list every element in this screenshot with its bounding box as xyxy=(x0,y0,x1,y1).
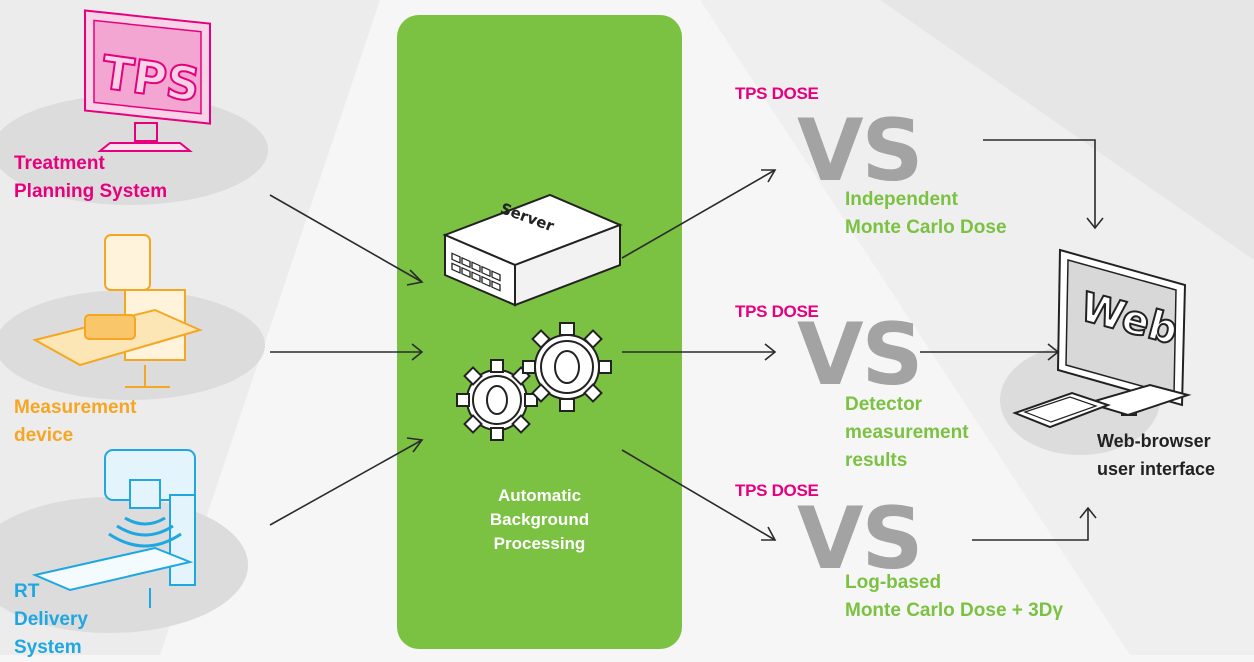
comparison-2-tps-dose: TPS DOSE xyxy=(735,302,819,321)
comparison-1-label: Independent Monte Carlo Dose xyxy=(845,189,1007,238)
tps-label: Treatment Planning System xyxy=(14,153,168,202)
web-monitor-icon: Web xyxy=(1012,248,1192,429)
rt-delivery-system-icon xyxy=(31,449,196,608)
comparison-1-vs: VS xyxy=(797,101,923,201)
comparison-3-tps-dose: TPS DOSE xyxy=(735,481,819,500)
comparison-2-vs: VS xyxy=(797,305,923,405)
comparison-1-tps-dose: TPS DOSE xyxy=(735,84,819,103)
measurement-device-icon xyxy=(32,234,203,388)
comparison-3-vs: VS xyxy=(797,489,923,589)
comparison-2-label: Detector measurement results xyxy=(845,394,969,471)
tps-monitor-icon: TPS xyxy=(84,9,211,152)
panel-caption: Automatic Background Processing xyxy=(489,486,590,553)
server-icon: Server xyxy=(442,193,623,307)
gears-icon xyxy=(456,322,612,441)
web-browser-label: Web-browser user interface xyxy=(1097,431,1216,479)
rt-delivery-system-label: RT Delivery System xyxy=(14,581,88,658)
comparison-3-label: Log-based Monte Carlo Dose + 3Dγ xyxy=(845,572,1064,621)
measurement-device-label: Measurement device xyxy=(14,397,137,446)
